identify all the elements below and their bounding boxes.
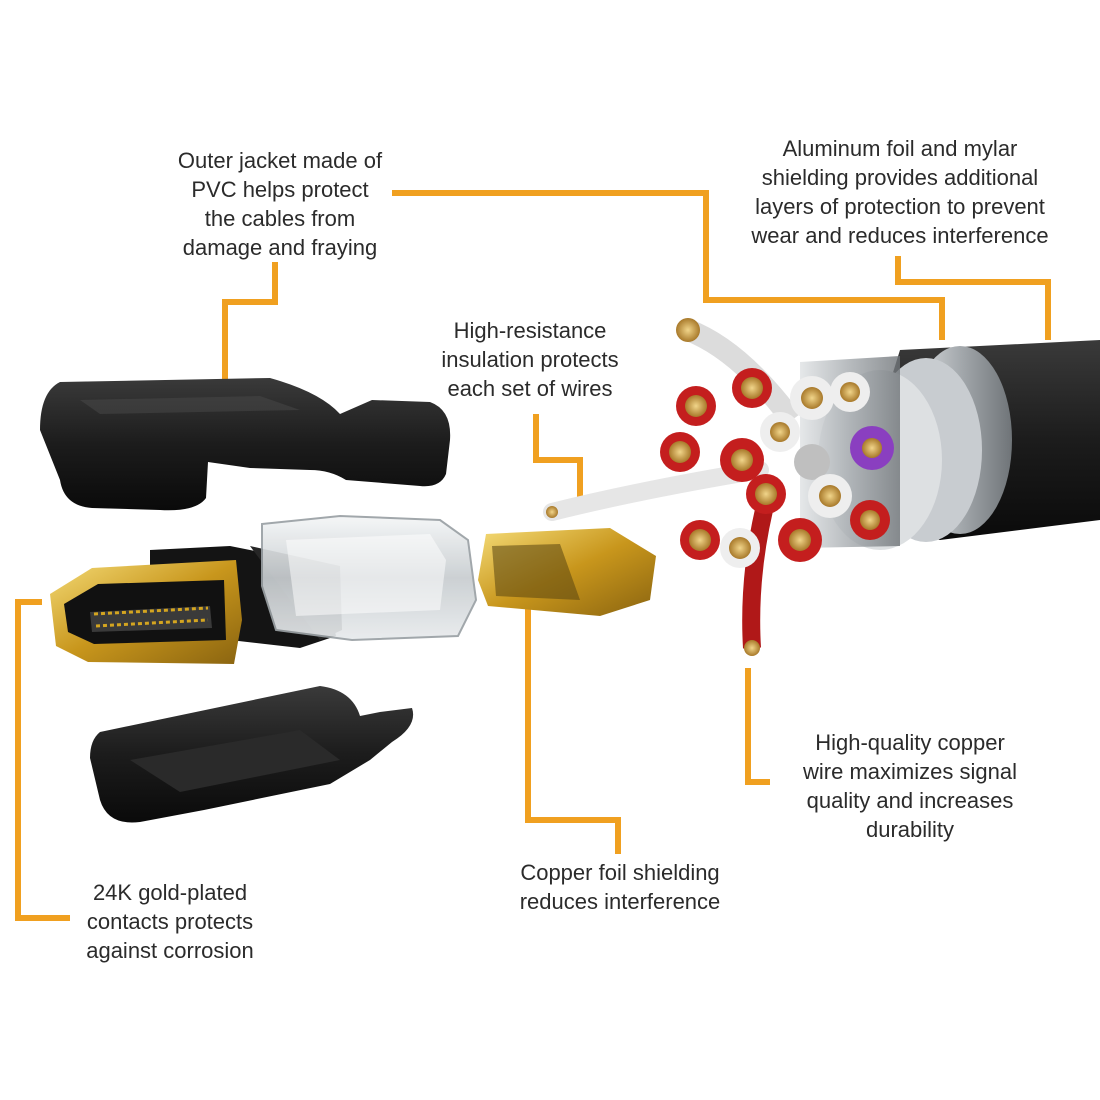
callout-gold-contacts: 24K gold-plated contacts protects agains…	[40, 878, 300, 965]
callout-line: PVC helps protect	[191, 177, 369, 202]
callout-line: each set of wires	[447, 376, 613, 401]
copper-foil-shell	[478, 528, 656, 616]
leader-line-outer-jacket	[222, 262, 278, 380]
leader-line-foil-shielding	[895, 256, 1051, 340]
callout-line: against corrosion	[86, 938, 254, 963]
callout-line: wear and reduces interference	[751, 223, 1049, 248]
leader-line-insulation	[533, 414, 583, 508]
callout-line: Copper foil shielding	[520, 860, 720, 885]
callout-line: reduces interference	[519, 889, 721, 914]
inner-wires	[543, 318, 894, 656]
callout-copper-foil: Copper foil shielding reduces interferen…	[480, 858, 760, 916]
bottom-housing-shell	[90, 686, 414, 823]
leader-line-copper-wire	[745, 668, 770, 785]
callout-line: layers of protection to prevent	[755, 194, 1045, 219]
leader-line-gold-contacts	[15, 599, 70, 921]
gold-connector	[50, 560, 242, 664]
callout-foil-shielding: Aluminum foil and mylar shielding provid…	[720, 134, 1080, 250]
callout-line: shielding provides additional	[761, 165, 1039, 190]
callout-line: High-quality copper	[815, 730, 1005, 755]
callout-line: insulation protects	[441, 347, 619, 372]
wire-bundle-ends	[660, 368, 894, 568]
callout-line: High-resistance	[453, 318, 607, 343]
callout-line: the cables from	[204, 206, 356, 231]
top-housing-shell	[40, 378, 451, 511]
callout-copper-wire: High-quality copper wire maximizes signa…	[770, 728, 1050, 844]
leader-line-outer-jacket-to-cable	[392, 190, 945, 340]
hdmi-cable-body	[800, 340, 1100, 550]
callout-line: Aluminum foil and mylar	[782, 136, 1018, 161]
callout-line: Outer jacket made of	[177, 148, 383, 173]
callout-line: 24K gold-plated	[92, 880, 248, 905]
clear-inner-sleeve	[261, 514, 478, 642]
leader-lines	[15, 190, 1051, 921]
callout-insulation: High-resistance insulation protects each…	[410, 316, 650, 403]
callout-line: contacts protects	[86, 909, 254, 934]
callout-line: wire maximizes signal	[803, 759, 1017, 784]
callout-line: durability	[865, 817, 955, 842]
callout-line: damage and fraying	[182, 235, 378, 260]
callout-line: quality and increases	[806, 788, 1014, 813]
callout-outer-jacket: Outer jacket made of PVC helps protect t…	[130, 146, 430, 262]
leader-line-copper-foil	[525, 604, 621, 854]
